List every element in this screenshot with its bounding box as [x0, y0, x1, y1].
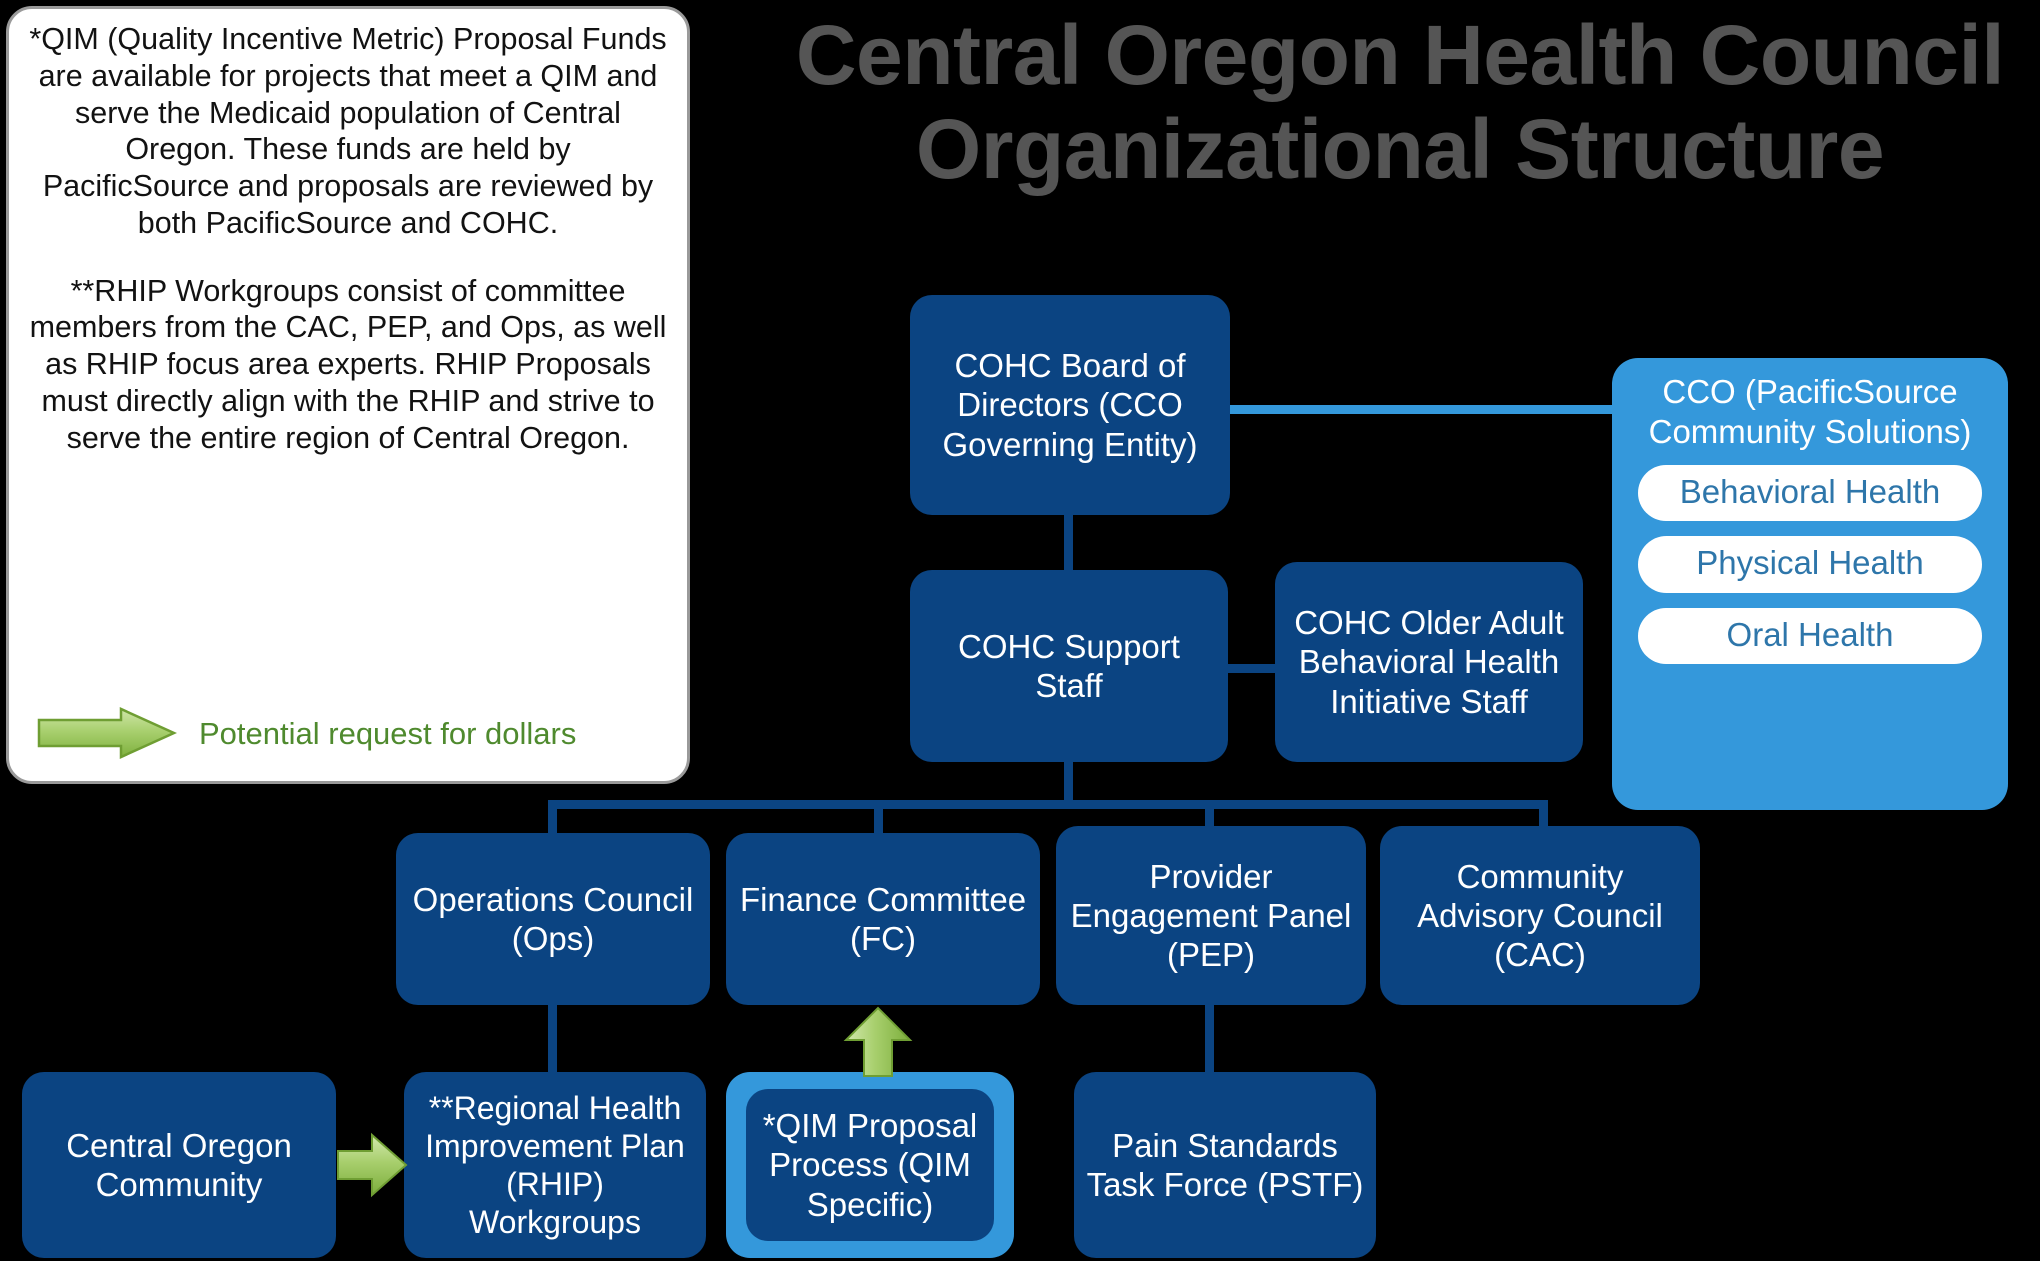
connector-ops-to-rhip	[548, 1005, 557, 1080]
cco-pill-physical-health[interactable]: Physical Health	[1638, 536, 1982, 593]
node-older-adult-bh-staff[interactable]: COHC Older Adult Behavioral Health Initi…	[1275, 562, 1583, 762]
green-arrow-qim-to-finance	[843, 1006, 913, 1077]
connector-bus-to-pep	[1205, 800, 1214, 841]
legend-arrow-label: Potential request for dollars	[199, 715, 577, 751]
node-central-oregon-community[interactable]: Central Oregon Community	[22, 1072, 336, 1258]
legend-note-qim: *QIM (Quality Incentive Metric) Proposal…	[29, 22, 667, 240]
connector-bus-to-ops	[548, 800, 557, 841]
connector-support-to-olderadult	[1225, 664, 1277, 673]
connector-bus-to-cac	[1539, 800, 1548, 841]
node-pain-standards-task-force[interactable]: Pain Standards Task Force (PSTF)	[1074, 1072, 1376, 1258]
page-title-line2: Organizational Structure	[915, 102, 1885, 197]
node-provider-engagement-panel[interactable]: Provider Engagement Panel (PEP)	[1056, 826, 1366, 1005]
cco-pill-behavioral-health[interactable]: Behavioral Health	[1638, 465, 1982, 522]
connector-board-to-support	[1064, 510, 1073, 570]
node-community-advisory-council[interactable]: Community Advisory Council (CAC)	[1380, 826, 1700, 1005]
connector-board-to-cco	[1226, 405, 1616, 414]
cco-pill-oral-health[interactable]: Oral Health	[1638, 607, 1982, 665]
node-qim-proposal-process[interactable]: *QIM Proposal Process (QIM Specific)	[746, 1088, 994, 1242]
node-qim-proposal-process-wrapper[interactable]: *QIM Proposal Process (QIM Specific)	[726, 1072, 1014, 1258]
page-title: Central Oregon Health Council Organizati…	[740, 8, 2040, 196]
green-arrow-icon	[37, 707, 177, 759]
connector-support-to-bus	[1064, 760, 1073, 808]
connector-pep-to-pstf	[1205, 1005, 1214, 1080]
legend-note-box: *QIM (Quality Incentive Metric) Proposal…	[6, 6, 690, 784]
green-arrow-community-to-rhip	[337, 1132, 408, 1198]
cco-title: CCO (PacificSource Community Solutions)	[1648, 373, 1972, 450]
node-finance-committee[interactable]: Finance Committee (FC)	[726, 833, 1040, 1005]
connector-committee-bus	[548, 800, 1548, 809]
node-rhip-workgroups[interactable]: **Regional Health Improvement Plan (RHIP…	[404, 1072, 706, 1258]
legend-note-rhip: **RHIP Workgroups consist of committee m…	[29, 273, 667, 455]
node-cohc-board[interactable]: COHC Board of Directors (CCO Governing E…	[910, 295, 1230, 515]
node-cohc-support-staff[interactable]: COHC Support Staff	[910, 570, 1228, 762]
connector-bus-to-finance	[874, 800, 883, 841]
legend-key-row: Potential request for dollars	[37, 707, 667, 759]
page-title-line1: Central Oregon Health Council	[795, 8, 2005, 102]
node-operations-council[interactable]: Operations Council (Ops)	[396, 833, 710, 1005]
node-cco-pacificsource[interactable]: CCO (PacificSource Community Solutions) …	[1612, 358, 2008, 810]
